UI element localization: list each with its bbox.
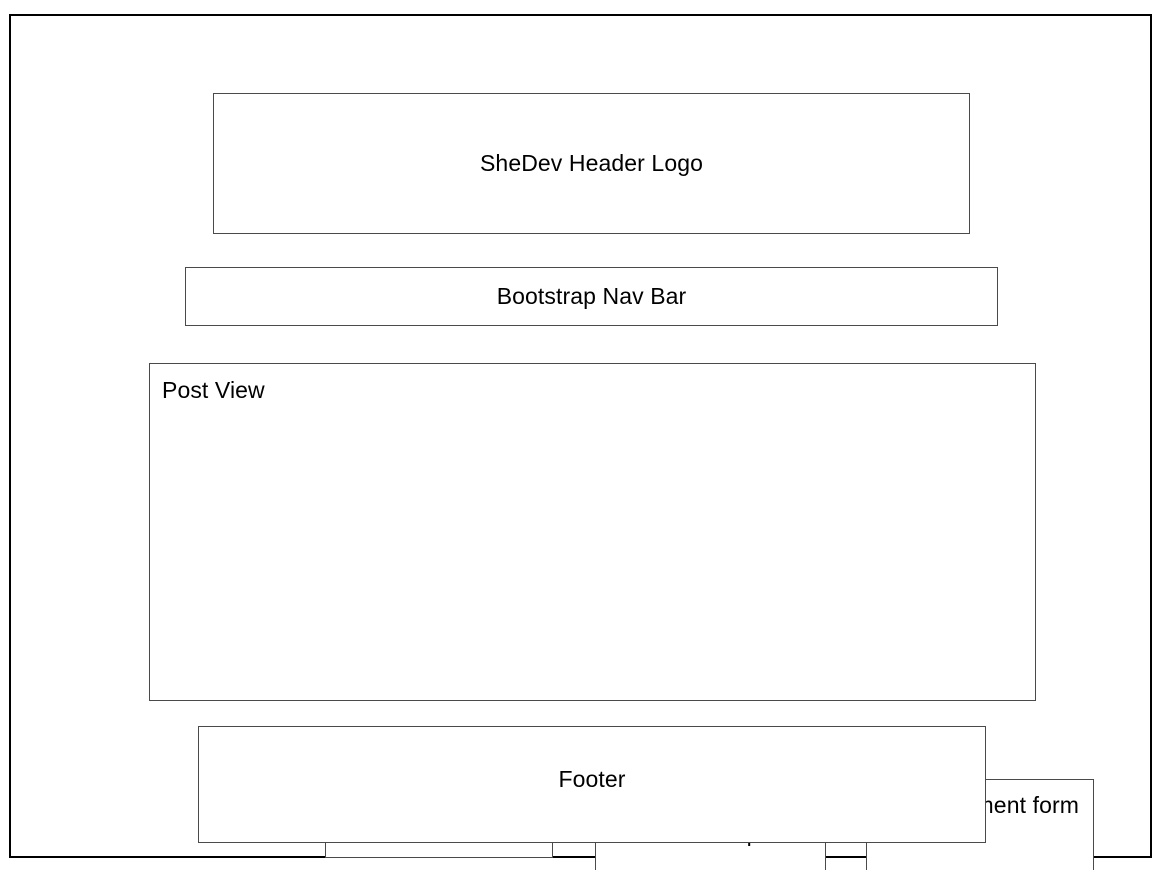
page-frame: SheDev Header Logo Bootstrap Nav Bar Pos… — [9, 14, 1152, 870]
post-view-block[interactable]: Post View Post Description Image Comment… — [149, 363, 1094, 870]
footer-block[interactable]: Footer — [198, 726, 986, 843]
header-logo-block[interactable]: SheDev Header Logo — [213, 93, 970, 234]
footer-label: Footer — [558, 766, 626, 792]
nav-bar-label: Bootstrap Nav Bar — [496, 283, 687, 309]
header-logo-label: SheDev Header Logo — [479, 150, 703, 176]
nav-bar-block[interactable]: Bootstrap Nav Bar — [185, 267, 998, 326]
post-view-label: Post View — [162, 377, 265, 403]
